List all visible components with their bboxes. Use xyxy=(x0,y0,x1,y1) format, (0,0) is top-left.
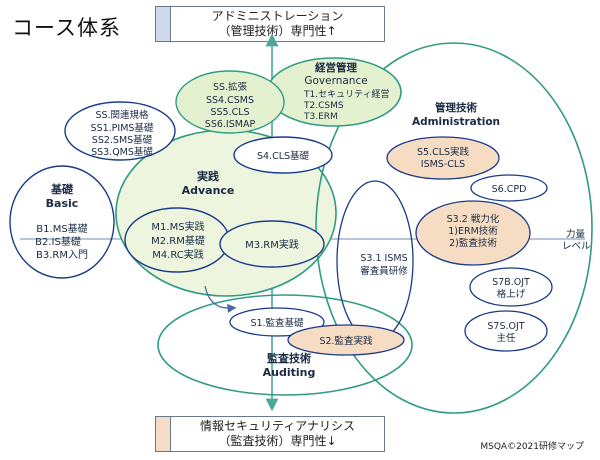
s31-line: S3.1 ISMS xyxy=(360,253,407,264)
advance-course: M1.MS実践 xyxy=(151,220,204,233)
governance-item: T2.CSMS xyxy=(303,101,344,111)
auditing-ellipse xyxy=(157,294,413,396)
related-standards-ellipse xyxy=(64,101,176,161)
extension-ellipse xyxy=(175,70,285,134)
s7s-line: 主任 xyxy=(496,332,516,344)
administration-name-en: Administration xyxy=(412,116,500,128)
s2-ellipse xyxy=(287,324,405,356)
advance-course: M4.RC実践 xyxy=(152,248,204,261)
advance-group: S4.CLS基礎 実践 Advance M1.MS実践 M2.RM基礎 M4.R… xyxy=(151,150,309,261)
advance-name-en: Advance xyxy=(182,184,235,197)
s5-line: S5.CLS実践 xyxy=(417,146,470,158)
administration-name-jp: 管理技術 xyxy=(435,101,477,114)
m3-ellipse xyxy=(219,220,325,268)
s2-label: S2.監査実践 xyxy=(319,335,373,347)
s6-label: S6.CPD xyxy=(492,184,527,195)
axis-label: 力量 レベル xyxy=(562,228,591,252)
s32-line: S3.2 戦力化 xyxy=(447,213,500,225)
flow-arrow xyxy=(204,285,237,313)
basic-name-en: Basic xyxy=(46,197,79,210)
bottom-box-line2: （監査技術）専門性↓ xyxy=(218,434,337,448)
extension-item: SS5.CLS xyxy=(210,107,249,118)
bottom-axis-label-box: 情報セキュリティアナリシス （監査技術）専門性↓ xyxy=(155,416,385,452)
extension-item: SS4.CSMS xyxy=(206,95,254,106)
basic-group: 基礎 Basic B1.MS基礎 B2.IS基礎 B3.RM入門 xyxy=(35,182,88,261)
governance-item: T1.セキュリティ経営 xyxy=(303,88,390,100)
auditing-group: S1.監査基礎 S2.監査実践 監査技術 Auditing xyxy=(250,317,373,379)
blue-swatch xyxy=(156,7,171,41)
governance-name-jp: 経営管理 xyxy=(315,61,357,74)
related-standards-group: SS.関連規格 SS1.PIMS基礎 SS2.SMS基礎 SS3.QMS基礎 xyxy=(91,109,154,158)
advance-name-jp: 実践 xyxy=(197,169,219,183)
s4-label: S4.CLS基礎 xyxy=(257,150,310,162)
s1-label: S1.監査基礎 xyxy=(250,317,304,329)
related-item: SS2.SMS基礎 xyxy=(92,134,153,146)
top-box-line2: （管理技術）専門性↑ xyxy=(218,24,337,38)
s32-line: 2)監査技術 xyxy=(449,237,497,249)
s4-ellipse xyxy=(233,136,333,174)
governance-item: T3.ERM xyxy=(303,112,338,122)
extension-item: SS.拡張 xyxy=(213,81,248,93)
top-axis-label-box: アドミニストレーション （管理技術）専門性↑ xyxy=(155,6,385,42)
s32-line: 1)ERM技術 xyxy=(448,225,498,237)
basic-ellipse xyxy=(9,165,115,279)
s6-ellipse xyxy=(470,174,548,202)
s31-line: 審査員研修 xyxy=(360,265,408,277)
auditing-name-jp: 監査技術 xyxy=(267,351,311,365)
s5-ellipse xyxy=(386,136,500,180)
advance-course: M2.RM基礎 xyxy=(151,234,205,247)
s1-ellipse xyxy=(229,307,325,337)
related-item: SS.関連規格 xyxy=(95,109,149,121)
s7b-line: S7B.OJT xyxy=(492,277,530,288)
s5-line: ISMS-CLS xyxy=(421,159,465,170)
s7b-ellipse xyxy=(469,267,553,307)
basic-course: B1.MS基礎 xyxy=(36,222,87,235)
orange-swatch xyxy=(156,417,171,451)
credit-text: MSQA©2021研修マップ xyxy=(480,442,584,452)
axis-label-line2: レベル xyxy=(562,241,591,252)
basic-course: B2.IS基礎 xyxy=(35,235,81,248)
auditing-name-en: Auditing xyxy=(263,366,316,379)
axis-label-line1: 力量 xyxy=(566,228,586,240)
page-title: コース体系 xyxy=(12,16,121,40)
extension-group: SS.拡張 SS4.CSMS SS5.CLS SS6.ISMAP xyxy=(205,81,256,130)
bottom-box-line1: 情報セキュリティアナリシス xyxy=(199,419,356,433)
extension-item: SS6.ISMAP xyxy=(205,119,256,130)
governance-group: 経営管理 Governance T1.セキュリティ経営 T2.CSMS T3.E… xyxy=(303,61,390,122)
related-item: SS3.QMS基礎 xyxy=(91,146,153,158)
related-item: SS1.PIMS基礎 xyxy=(91,122,154,134)
administration-ellipse xyxy=(315,42,593,414)
s32-ellipse xyxy=(415,200,531,266)
administration-group: 管理技術 Administration S5.CLS実践 ISMS-CLS S6… xyxy=(360,101,530,344)
s7s-ellipse xyxy=(464,310,548,352)
basic-name-jp: 基礎 xyxy=(50,182,74,196)
top-box-line1: アドミニストレーション xyxy=(211,9,344,23)
basic-course: B3.RM入門 xyxy=(36,249,88,261)
governance-name-en: Governance xyxy=(304,75,367,87)
s7b-line: 格上げ xyxy=(497,288,526,300)
s7s-line: S7S.OJT xyxy=(487,321,524,332)
m3-label: M3.RM実践 xyxy=(245,238,299,251)
